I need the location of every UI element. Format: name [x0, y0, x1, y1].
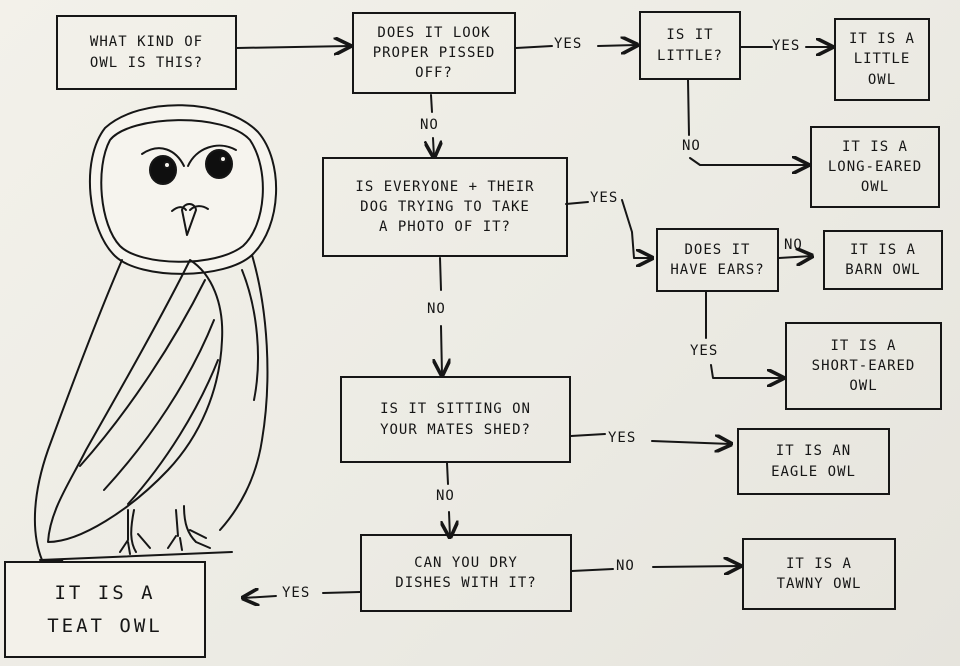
- box-line: Does it look: [377, 24, 491, 41]
- arrow-photo-to-ears: [565, 201, 589, 205]
- arrow-dishes-to-tawny: [571, 568, 614, 572]
- box-line: owl: [849, 378, 878, 395]
- arrow-dishes-to-teat: [322, 591, 361, 594]
- box-line: It is a: [830, 337, 897, 354]
- barn-owl-illustration: [33, 104, 278, 621]
- box-line: dog trying to take: [360, 198, 530, 215]
- box-line: owl: [860, 179, 890, 196]
- owl-wing: [47, 259, 224, 543]
- box-line: teat owl: [47, 614, 163, 637]
- no-label-pissed: No: [420, 117, 439, 133]
- box-line: have ears?: [670, 262, 765, 278]
- arrow-little-to-long-eared: [687, 79, 690, 136]
- shed-question-box: Is it sitting on your mates shed?: [340, 376, 571, 463]
- box-line: little?: [656, 47, 723, 64]
- owl-face-disc: [100, 119, 264, 263]
- ears-question-box: Does it have ears?: [656, 228, 779, 292]
- box-line: It is a: [785, 555, 852, 572]
- box-line: long-eared: [827, 158, 923, 175]
- box-line: short-eared: [811, 357, 916, 374]
- tawny-owl-answer-box: It is a tawny owl: [742, 538, 896, 610]
- no-label-photo: No: [427, 301, 446, 317]
- owl-perch: [39, 551, 233, 561]
- arrow-ears-to-barn: [778, 256, 812, 258]
- box-line: It is a: [848, 31, 915, 48]
- eagle-owl-answer-box: It is an eagle owl: [737, 428, 890, 495]
- owl-head-outline: [89, 104, 278, 275]
- no-label-dishes: No: [616, 558, 635, 574]
- little-question-box: Is it little?: [639, 11, 741, 80]
- box-line: It is a: [54, 582, 156, 605]
- dishes-question-box: Can you dry dishes with it?: [360, 534, 572, 612]
- photo-question-box: Is everyone + their dog trying to take a…: [322, 157, 568, 257]
- arrow-shed-to-eagle: [570, 433, 606, 437]
- arrow-photo-to-shed: [439, 257, 442, 291]
- owl-right-eye: [205, 149, 233, 179]
- box-line: owl: [867, 71, 897, 88]
- box-line: tawny owl: [776, 576, 862, 592]
- box-line: barn owl: [845, 262, 921, 278]
- no-label-little: No: [682, 138, 701, 154]
- box-line: little: [853, 51, 911, 68]
- little-owl-answer-box: It is a little owl: [834, 18, 930, 101]
- owl-right-foot: [167, 505, 211, 551]
- yes-label-shed: Yes: [608, 430, 637, 446]
- box-line: Does it: [684, 241, 751, 258]
- owl-body-outline: [33, 259, 123, 561]
- short-eared-owl-answer-box: It is a short-eared owl: [785, 322, 942, 410]
- box-line: Can you dry: [414, 554, 518, 571]
- box-line: eagle owl: [771, 463, 856, 480]
- barn-owl-answer-box: It is a barn owl: [823, 230, 943, 290]
- yes-label-dishes: Yes: [282, 585, 311, 601]
- teat-owl-answer-box: It is a teat owl: [4, 561, 206, 658]
- owl-left-eye: [149, 155, 177, 185]
- box-line: It is a: [841, 138, 908, 155]
- yes-label-ears: Yes: [690, 343, 719, 359]
- box-line: What kind of: [89, 34, 204, 51]
- arrow-pissed-to-photo: [430, 94, 433, 113]
- owl-left-foot: [119, 509, 151, 555]
- long-eared-owl-answer-box: It is a long-eared owl: [810, 126, 940, 208]
- box-line: Is it: [666, 27, 714, 44]
- box-line: off?: [415, 65, 453, 82]
- box-line: proper pissed: [372, 44, 496, 61]
- yes-label-photo: Yes: [590, 190, 619, 206]
- box-line: It is a: [849, 241, 916, 258]
- box-line: a photo of it?: [378, 219, 511, 236]
- box-line: dishes with it?: [395, 575, 537, 591]
- arrow-start-to-pissed: [236, 46, 350, 48]
- box-line: your mates shed?: [380, 421, 531, 438]
- yes-label-pissed: Yes: [554, 36, 583, 52]
- arrow-shed-to-dishes: [446, 462, 449, 485]
- box-line: owl is this?: [89, 54, 204, 71]
- yes-label-little: Yes: [772, 38, 801, 54]
- box-line: Is it sitting on: [380, 401, 531, 418]
- pissed-off-question-box: Does it look proper pissed off?: [352, 12, 516, 94]
- no-label-shed: No: [436, 488, 455, 504]
- start-question-box: What kind of owl is this?: [56, 15, 237, 90]
- arrow-pissed-to-little: [515, 45, 553, 49]
- no-label-ears: No: [784, 237, 803, 253]
- box-line: It is an: [775, 443, 852, 460]
- box-line: Is everyone + their: [355, 178, 535, 195]
